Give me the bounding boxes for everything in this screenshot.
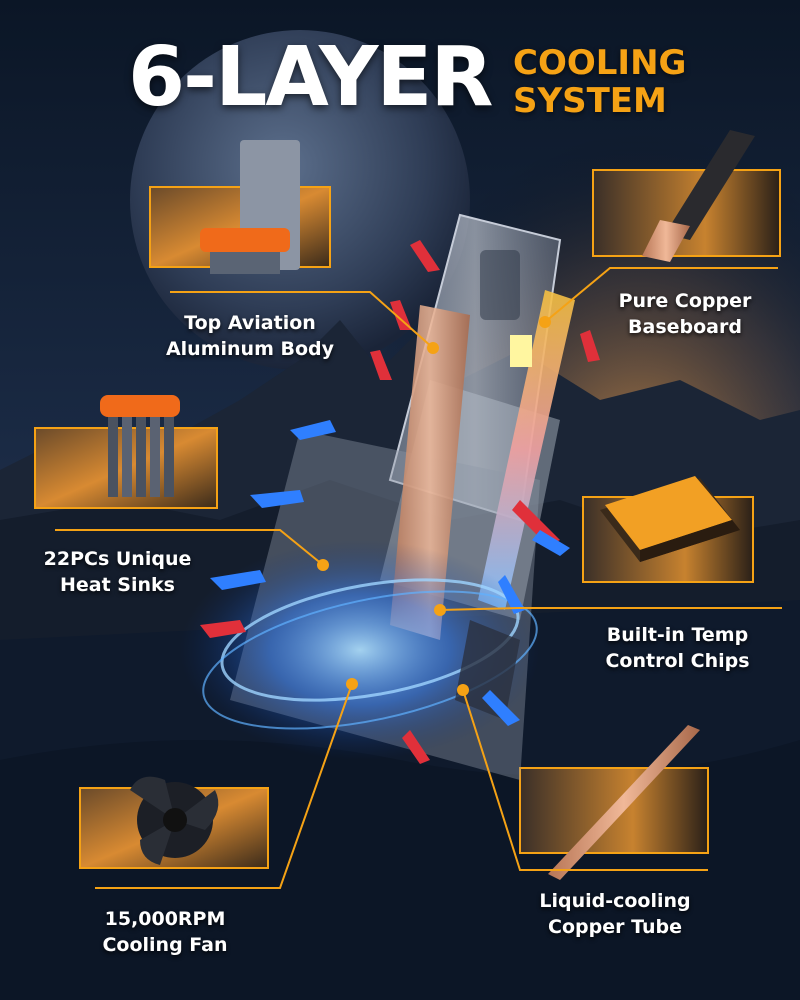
label-line2: Control Chips bbox=[605, 650, 750, 672]
airflow-arrows bbox=[200, 240, 600, 764]
copper-tube-icon bbox=[548, 725, 700, 880]
label-line1: 22PCs Unique bbox=[43, 548, 192, 570]
label-line2: Baseboard bbox=[628, 316, 742, 338]
label-line1: Built-in Temp bbox=[606, 624, 749, 646]
label-aviation-body: Top Aviation Aluminum Body bbox=[150, 310, 350, 362]
card-aviation-body bbox=[149, 140, 331, 274]
card-copper-tube bbox=[519, 725, 709, 880]
label-temp-chips: Built-in Temp Control Chips bbox=[590, 622, 765, 674]
title-main: 6-LAYER bbox=[128, 30, 493, 125]
label-line1: Top Aviation bbox=[184, 312, 316, 334]
heat-sink-icon bbox=[100, 395, 180, 497]
label-heat-sinks: 22PCs Unique Heat Sinks bbox=[30, 546, 205, 598]
card-copper-baseboard bbox=[592, 130, 781, 262]
label-cooling-fan: 15,000RPM Cooling Fan bbox=[85, 906, 245, 958]
label-line1: Pure Copper bbox=[618, 290, 752, 312]
title-sub: COOLING SYSTEM bbox=[513, 44, 686, 120]
callout-lines bbox=[55, 267, 782, 889]
card-cooling-fan bbox=[79, 776, 269, 869]
copper-board-icon bbox=[642, 130, 755, 262]
label-line2: Aluminum Body bbox=[165, 338, 335, 360]
label-line2: Heat Sinks bbox=[60, 574, 175, 596]
led-chip bbox=[510, 335, 532, 367]
fan-icon bbox=[130, 776, 219, 865]
card-temp-chips bbox=[582, 476, 754, 583]
label-line1: 15,000RPM bbox=[104, 908, 226, 930]
label-line2: Copper Tube bbox=[548, 916, 682, 938]
title-sub-line2: SYSTEM bbox=[513, 81, 667, 121]
label-line1: Liquid-cooling bbox=[539, 890, 691, 912]
title-sub-line1: COOLING bbox=[513, 43, 687, 83]
label-copper-baseboard: Pure Copper Baseboard bbox=[605, 288, 765, 340]
card-heat-sinks bbox=[34, 395, 218, 509]
label-copper-tube: Liquid-cooling Copper Tube bbox=[525, 888, 705, 940]
blue-airflow-glow bbox=[180, 540, 540, 760]
label-line2: Cooling Fan bbox=[102, 934, 228, 956]
chip-icon bbox=[600, 476, 740, 562]
